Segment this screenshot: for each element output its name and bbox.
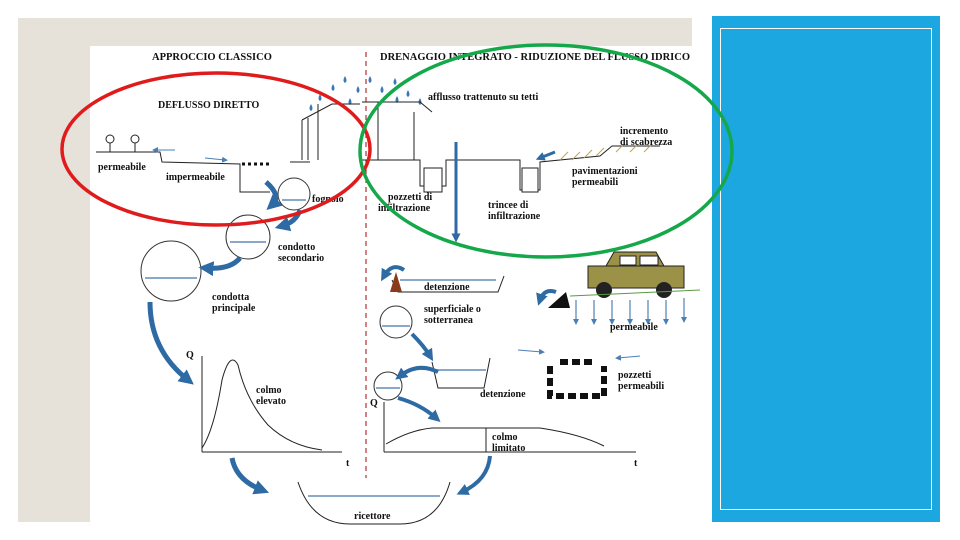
label-principale: principale	[212, 303, 256, 314]
arrow-ramp	[536, 289, 557, 306]
rain-icon	[309, 76, 422, 111]
blue-side-panel	[712, 16, 940, 522]
label-trincee-2: infiltrazione	[488, 211, 541, 222]
panel-frame	[720, 28, 932, 510]
side-flow-arrows	[517, 348, 641, 361]
water-lines-right	[376, 325, 410, 389]
label-pavimentazioni-1: pavimentazioni	[572, 166, 638, 177]
basin-wall	[390, 272, 402, 292]
label-superficiale-1: superficiale o	[424, 304, 481, 315]
label-colmo-elevato-2: elevato	[256, 396, 286, 407]
label-ricettore: ricettore	[354, 511, 391, 522]
label-trincee-1: trincee di	[488, 200, 528, 211]
green-highlight-ellipse	[358, 43, 734, 259]
pipe-circles-right	[373, 305, 413, 401]
label-secondario: secondario	[278, 253, 324, 264]
label-condotto: condotto	[278, 242, 315, 253]
water-lines-left	[145, 199, 306, 279]
flow-arrows-left	[147, 180, 303, 495]
label-detenzione-lower: detenzione	[480, 389, 526, 400]
left-axis-t: t	[346, 458, 350, 469]
infiltration-wells	[423, 167, 539, 193]
receiver-basin	[297, 481, 451, 525]
hydrograph-left	[201, 356, 342, 453]
label-colmo-elevato-1: colmo	[256, 385, 282, 396]
car-icon	[587, 251, 685, 298]
label-incremento-1: incremento	[620, 126, 668, 137]
permeable-wells-icon	[547, 359, 607, 399]
surface-flow-arrow	[204, 156, 228, 163]
right-axis-q: Q	[370, 398, 378, 409]
label-pozzetti-infiltrazione-1: pozzetti di	[388, 192, 432, 203]
detention-basin-lower	[431, 357, 491, 389]
label-deflusso-diretto: DEFLUSSO DIRETTO	[158, 100, 259, 111]
header-right: DRENAGGIO INTEGRATO - RIDUZIONE DEL FLUS…	[380, 52, 690, 63]
header-left: APPROCCIO CLASSICO	[152, 52, 272, 63]
label-permeabile-left: permeabile	[98, 162, 146, 173]
left-axis-q: Q	[186, 350, 194, 361]
permeable-pavement-hatch	[559, 143, 653, 161]
permeable-ground	[569, 289, 701, 325]
arrow-detention-upper	[381, 265, 406, 282]
label-pozzetti-infiltrazione-2: infiltrazione	[378, 203, 431, 214]
label-superficiale-2: sotterranea	[424, 315, 473, 326]
label-impermeabile: impermeabile	[166, 172, 225, 183]
right-roof	[362, 101, 660, 191]
label-pavimentazioni-2: permeabili	[572, 177, 618, 188]
pipe-circles-left	[140, 177, 311, 302]
label-afflusso: afflusso trattenuto su tetti	[428, 92, 538, 103]
label-permeabile-right: permeabile	[610, 322, 658, 333]
hydrograph-right	[383, 402, 636, 453]
label-colmo-limitato-2: limitato	[492, 443, 525, 454]
roughness-arrow	[535, 150, 556, 161]
ramp-icon	[548, 292, 570, 308]
label-pozzetti-permeabili-1: pozzetti	[618, 370, 652, 381]
flow-arrows-right	[395, 332, 492, 495]
flower-icon	[105, 134, 140, 152]
label-colmo-limitato-1: colmo	[492, 432, 518, 443]
left-ground	[96, 103, 360, 193]
label-detenzione-upper: detenzione	[424, 282, 470, 293]
right-axis-t: t	[634, 458, 638, 469]
red-highlight-ellipse	[60, 71, 372, 227]
label-incremento-2: di scabrezza	[620, 137, 672, 148]
label-pozzetti-permeabili-2: permeabili	[618, 381, 664, 392]
label-condotta: condotta	[212, 292, 249, 303]
